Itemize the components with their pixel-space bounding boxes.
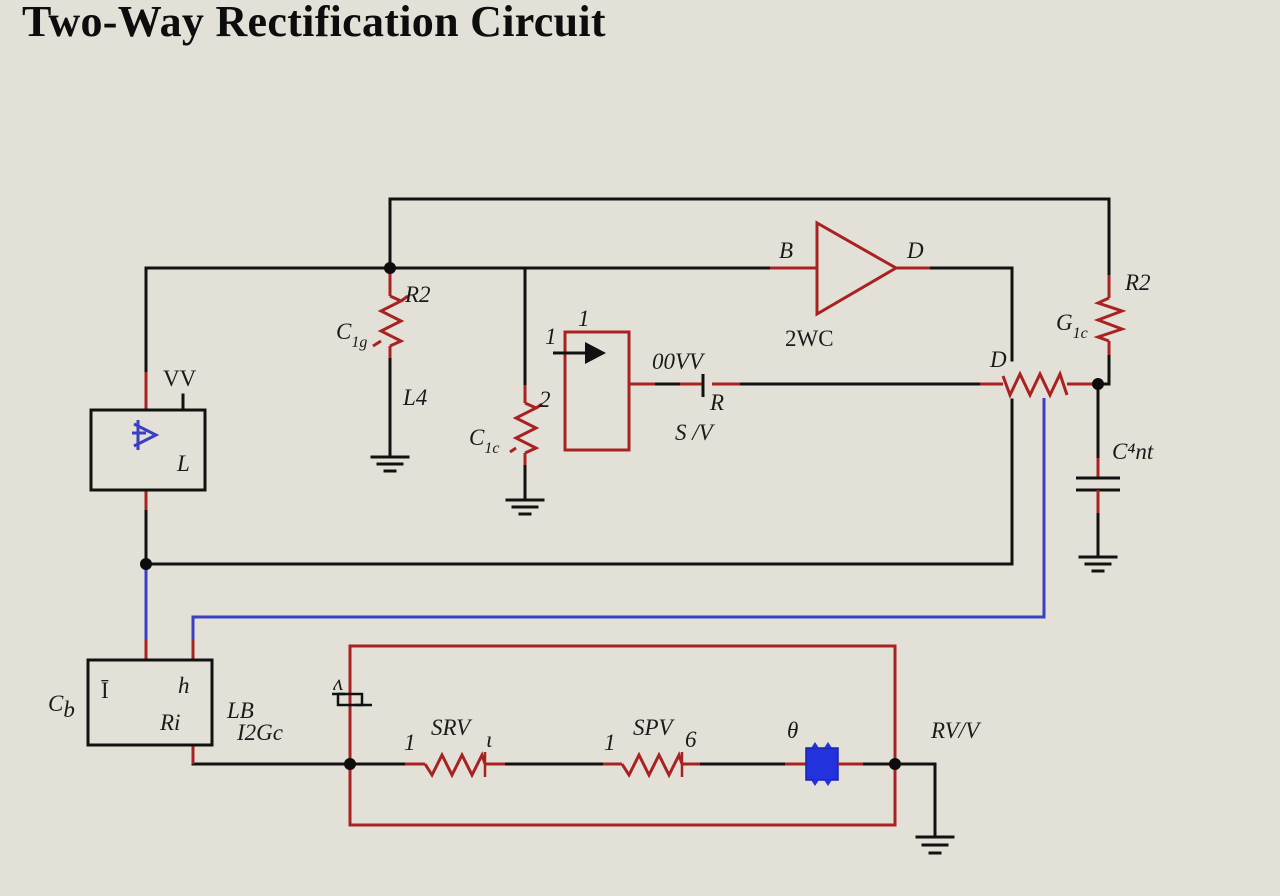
lower-block-side-label: Cb [48, 691, 75, 722]
amplifier-buffer[interactable]: B D 2WC [770, 220, 930, 351]
srv-label: SRV [431, 715, 473, 740]
spv-pin-right-label: 6 [685, 727, 697, 752]
diagram-title: Two-Way Rectification Circuit [22, 0, 606, 46]
output-node-label: RV/V [930, 718, 982, 743]
capacitor-label: C⁴nt [1112, 439, 1154, 464]
resistor-srv[interactable]: 1 SRV ɩ [404, 715, 505, 779]
ic-chip[interactable]: θ [785, 718, 863, 786]
source-block[interactable]: VV L [89, 366, 207, 492]
battery-cell[interactable]: 00VV R S /V [652, 349, 740, 445]
relay-contact[interactable]: ʌ [332, 670, 372, 707]
amp-below-label: 2WC [785, 326, 834, 351]
r2-right-side-label: G1c [1056, 310, 1088, 342]
ground-symbol-icon [370, 455, 410, 473]
wire-lower-block-out [191, 743, 352, 766]
capacitor[interactable]: C⁴nt [1076, 439, 1154, 513]
junction-node [344, 758, 356, 770]
resistor-r2-left[interactable]: R2 C1g L4 [336, 268, 431, 410]
ic-label: θ [787, 718, 798, 743]
c1c-pin-label: 2 [539, 387, 551, 412]
bottom-red-loop [348, 644, 897, 827]
c1c-side-label: C1c [469, 425, 499, 457]
r2-left-below-label: L4 [402, 385, 427, 410]
wire-top-loop [388, 197, 1111, 277]
red-loops [144, 372, 897, 827]
srv-pin-right-label: ɩ [486, 727, 492, 752]
lower-block-right-label-2: I2Gc [236, 720, 283, 745]
arrow-right-icon [553, 342, 606, 364]
battery-below-label: S /V [675, 420, 716, 445]
diode-symbol-icon [132, 420, 160, 450]
amp-output-label: D [906, 238, 924, 263]
lower-block-ri-label: Ri [159, 710, 180, 735]
spv-label: SPV [633, 715, 676, 740]
ground-symbol-icon [505, 498, 545, 516]
r2-right-label: R2 [1124, 270, 1151, 295]
battery-top-label: 00VV [652, 349, 706, 374]
junction-node [140, 558, 152, 570]
switch-pin-top-label: 1 [578, 306, 590, 331]
source-inner-label: L [176, 451, 190, 476]
pot-label: D [989, 347, 1007, 372]
lower-block-right-label-1: LB [226, 698, 254, 723]
lower-block[interactable]: Ī h Ri Cb LB I2Gc [48, 658, 283, 747]
signal-wires [144, 398, 1046, 640]
junction-node [384, 262, 396, 274]
wire-main-bus [144, 266, 772, 397]
wire-return-bus [144, 508, 1014, 566]
amp-input-label: B [779, 238, 793, 263]
resistor-spv[interactable]: 1 SPV 6 [603, 715, 700, 779]
switch-pin-left-label: 1 [545, 324, 557, 349]
spv-pin-left-label: 1 [604, 730, 616, 755]
ground-symbol-icon [915, 835, 955, 855]
junction-node [1092, 378, 1104, 390]
switch-block[interactable]: 1 1 [545, 306, 655, 452]
battery-side-label: R [709, 390, 724, 415]
r2-left-side-label: C1g [336, 319, 367, 351]
ground-symbol-icon [1078, 555, 1118, 573]
relay-label: ʌ [333, 670, 344, 695]
srv-pin-left-label: 1 [404, 730, 416, 755]
lower-block-symbol: Ī [101, 678, 109, 703]
junction-node [889, 758, 901, 770]
wire-output-ground [893, 762, 937, 837]
lower-block-h-label: h [178, 673, 190, 698]
signal-wire-pot-wiper [191, 398, 1046, 640]
potentiometer[interactable]: D [980, 347, 1098, 399]
resistor-r2-right[interactable]: R2 G1c [1056, 270, 1151, 355]
r2-left-label: R2 [404, 282, 431, 307]
source-top-label: VV [163, 366, 197, 391]
resistor-c1c[interactable]: 2 C1c [469, 385, 551, 465]
